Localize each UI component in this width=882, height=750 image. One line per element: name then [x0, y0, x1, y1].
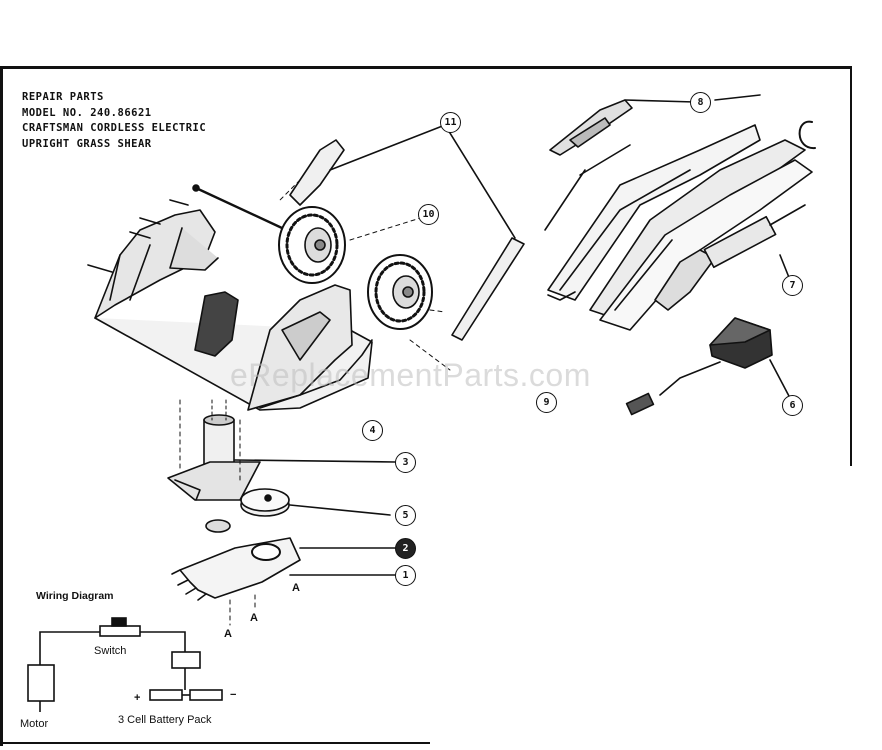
watermark-text: eReplacementParts.com: [230, 357, 591, 393]
connector-symbol: [171, 651, 201, 669]
callout-10: 10: [418, 204, 439, 225]
header-line-brand: CRAFTSMAN CORDLESS ELECTRIC: [22, 122, 207, 134]
header-line-repair-parts: REPAIR PARTS: [22, 91, 104, 103]
view-mark-a-left: A: [224, 628, 232, 640]
axle-bolt: [87, 184, 284, 273]
battery-pack-part-7: [654, 204, 806, 311]
switch-assembly-part-8: [544, 94, 761, 231]
battery-plus-sign: +: [134, 692, 141, 704]
motor-label: Motor: [20, 718, 49, 730]
battery-pack-label: 3 Cell Battery Pack: [118, 714, 212, 726]
frame-bottom-border: [0, 742, 430, 744]
diagram-header: REPAIR PARTS MODEL NO. 240.86621 CRAFTSM…: [22, 90, 342, 152]
wheel-guide-lines: [279, 179, 451, 371]
callout-6: 6: [782, 395, 803, 416]
gear-part-5: [205, 488, 391, 533]
wiring-diagram-title: Wiring Diagram: [36, 590, 114, 602]
motor-assembly-part-3: [167, 399, 396, 501]
callout-7: 7: [782, 275, 803, 296]
wheel-lower-part-10: [367, 254, 433, 330]
motor-symbol: [27, 664, 55, 702]
wiring-circuit-lines: [39, 631, 186, 712]
callout-11: 11: [440, 112, 461, 133]
frame-left-border: [0, 66, 3, 746]
wheel-upper-part-10: [278, 206, 346, 284]
handle-housing-part-9: [547, 124, 813, 331]
battery-cells-symbol: [149, 689, 223, 701]
base-housing-part-4: [94, 209, 373, 411]
battery-minus-sign: −: [230, 689, 237, 701]
charger-part-6: [625, 317, 791, 416]
assembly-guide-lines: [179, 399, 256, 626]
retaining-clip: [798, 120, 816, 150]
shear-blades-part-1: [171, 537, 396, 601]
header-line-product: UPRIGHT GRASS SHEAR: [22, 137, 152, 150]
callout-4: 4: [362, 420, 383, 441]
frame-top-border: [0, 66, 852, 69]
header-line-model: MODEL NO. 240.86621: [22, 106, 152, 119]
callout-1: 1: [395, 565, 416, 586]
switch-label: Switch: [94, 645, 127, 657]
handle-link-part-11: [289, 124, 525, 341]
frame-right-border: [850, 66, 852, 466]
callout-9: 9: [536, 392, 557, 413]
callout-2: 2: [395, 538, 416, 559]
callout-3: 3: [395, 452, 416, 473]
switch-symbol: [99, 617, 141, 637]
callout-5: 5: [395, 505, 416, 526]
callout-8: 8: [690, 92, 711, 113]
view-mark-a-right: A: [292, 582, 300, 594]
view-mark-a-center: A: [250, 612, 258, 624]
